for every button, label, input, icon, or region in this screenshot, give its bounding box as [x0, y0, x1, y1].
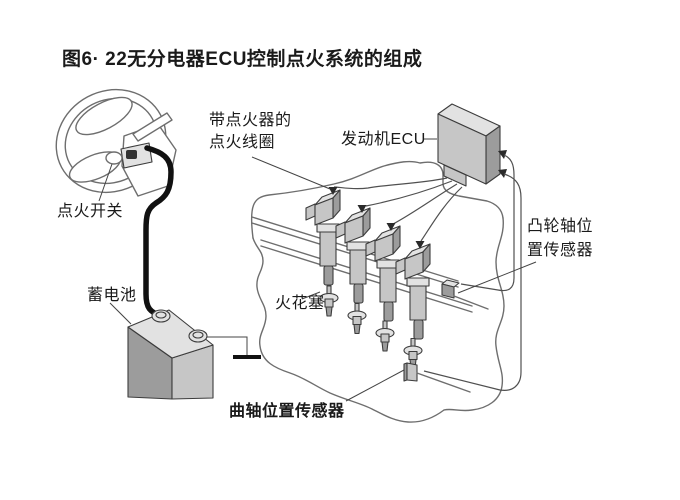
spark-plugs — [301, 285, 423, 370]
spark-plug-label: 火花塞 — [275, 295, 325, 312]
engine-block-outline — [250, 160, 505, 423]
ignition-coil — [305, 189, 341, 286]
turn-signal-stalk — [132, 112, 173, 142]
battery-pointer — [109, 302, 132, 325]
spark-plug — [347, 302, 367, 335]
coil2-arrow — [357, 205, 367, 213]
camshaft-label-pointer — [457, 261, 537, 294]
camshaft-sensor-label: 凸轮轴位 置传感器 — [527, 218, 594, 259]
spark-plug — [319, 285, 339, 317]
battery-label: 蓄电池 — [87, 287, 137, 304]
crankshaft-label-pointer — [345, 369, 405, 402]
ignition-coil — [395, 243, 431, 340]
ignition-coil — [365, 225, 401, 322]
engine-ecu — [423, 103, 501, 187]
coil4-arrow — [415, 241, 425, 249]
spark-plug — [403, 337, 423, 370]
ignition-coil — [335, 207, 371, 304]
engine-ecu-label: 发动机ECU — [341, 131, 426, 148]
ground-symbol — [207, 336, 261, 359]
coil-label-pointer — [251, 156, 331, 190]
sensor-wires — [423, 150, 522, 391]
battery-cable — [143, 145, 174, 319]
camshaft-position-sensor — [441, 261, 537, 310]
ecu-coil-wires — [251, 156, 463, 249]
ecu-connector — [443, 164, 467, 187]
spark-plug — [375, 320, 395, 352]
coil3-arrow — [386, 223, 396, 231]
ignition-switch-pointer — [98, 163, 113, 202]
ignition-switch — [105, 142, 153, 169]
steering-wheel — [55, 88, 177, 202]
battery — [109, 302, 214, 400]
ecu-input-arrow — [498, 169, 507, 178]
coil1-arrow — [328, 187, 338, 195]
spark-plug-pointer — [301, 291, 321, 300]
ecu-input-arrow — [498, 150, 507, 159]
crankshaft-position-sensor — [345, 362, 471, 402]
ignition-coil-label: 带点火器的 点火线圈 — [209, 112, 292, 151]
crankshaft-sensor-label: 曲轴位置传感器 — [229, 403, 345, 420]
ignition-coils — [305, 189, 431, 340]
figure-title: 图6· 22无分电器ECU控制点火系统的组成 — [62, 49, 423, 70]
ignition-switch-label: 点火开关 — [57, 203, 124, 220]
